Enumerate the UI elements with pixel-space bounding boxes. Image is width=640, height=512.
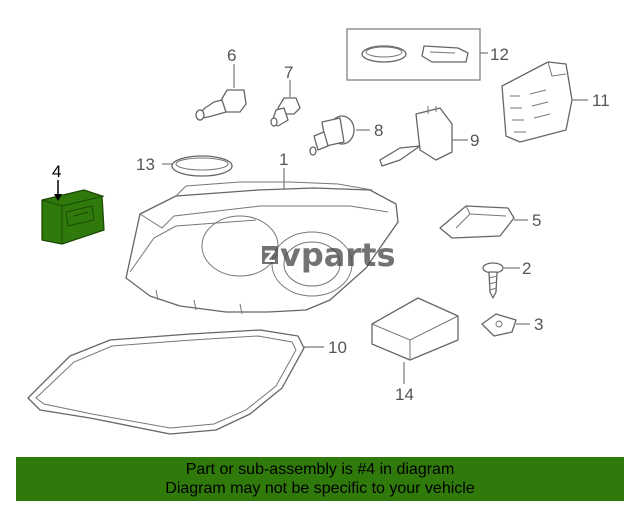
- part-10-lens: [27, 329, 305, 435]
- notice-line-2: Diagram may not be specific to your vehi…: [165, 480, 475, 497]
- callout-3: 3: [534, 315, 543, 334]
- part-6-bulb: [195, 89, 247, 121]
- part-7-bulb: [270, 97, 301, 127]
- watermark-logo: Z vparts: [262, 236, 395, 274]
- part-12-bulb-kit: [346, 28, 481, 81]
- callout-2: 2: [522, 259, 531, 278]
- part-5-module: [439, 205, 515, 239]
- part-11-bracket: [501, 61, 573, 143]
- part-3-clip-nut: [481, 313, 517, 337]
- callout-7: 7: [284, 63, 293, 82]
- notice-line-1: Part or sub-assembly is #4 in diagram: [185, 461, 455, 478]
- part-9-hid-bulb: [379, 106, 453, 167]
- callout-10: 10: [328, 338, 347, 357]
- watermark-text: vparts: [280, 236, 395, 274]
- part-2-screw: [482, 262, 504, 299]
- callout-14: 14: [395, 385, 414, 404]
- part-8-bulb-socket: [309, 115, 355, 156]
- diagram-notice-banner: Part or sub-assembly is #4 in diagram Di…: [16, 457, 624, 501]
- part-13-seal-ring: [171, 155, 233, 177]
- callout-13: 13: [136, 155, 155, 174]
- part-14-control-unit: [371, 297, 459, 361]
- callout-6: 6: [227, 46, 236, 65]
- callout-11: 11: [592, 91, 610, 110]
- callout-9: 9: [470, 131, 479, 150]
- parts-diagram: 12 6 7 8 9 11 1: [27, 28, 610, 435]
- callout-1: 1: [279, 150, 288, 169]
- callout-8: 8: [374, 121, 383, 140]
- callout-12: 12: [490, 45, 509, 64]
- svg-text:Z: Z: [264, 247, 276, 266]
- callout-4: 4: [52, 162, 61, 181]
- part-4-ballast-highlighted: [41, 189, 105, 245]
- callout-5: 5: [532, 211, 541, 230]
